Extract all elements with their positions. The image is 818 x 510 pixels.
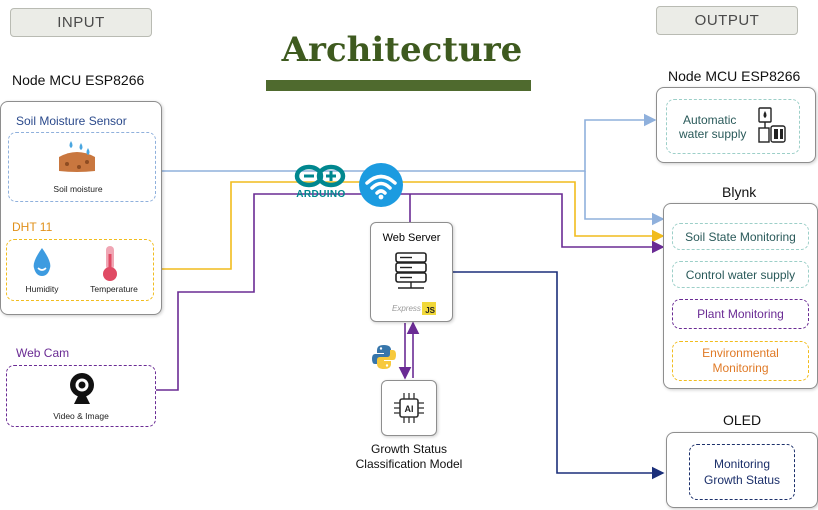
model-label-line2: Classification Model: [355, 457, 463, 471]
water-supply-icon: [755, 106, 789, 146]
oled-line2: Growth Status: [703, 473, 781, 487]
webcam-box: [6, 365, 156, 427]
output-node-title: Node MCU ESP8266: [668, 68, 801, 84]
blynk-title: Blynk: [722, 184, 757, 200]
webcam-icon: [68, 372, 96, 406]
ai-chip-icon: [391, 390, 427, 426]
arduino-logo: [292, 164, 348, 188]
dht-box: [6, 239, 154, 301]
model-label: Growth Status Classification Model: [330, 442, 488, 472]
server-to-oled-line: [453, 271, 665, 480]
webcam-caption: Video & Image: [53, 411, 109, 421]
title-underline: [266, 80, 531, 91]
webcam-data-line: [156, 193, 665, 391]
webcam-title: Web Cam: [16, 346, 70, 360]
humidity-caption: Humidity: [25, 284, 59, 294]
humidity-icon: [30, 246, 54, 278]
blynk-environmental: Environmental Monitoring: [672, 341, 809, 381]
water-supply-box: Automatic water supply: [666, 99, 800, 154]
blynk-control-water: Control water supply: [672, 261, 809, 288]
wifi-icon: [358, 162, 404, 208]
soil-sensor-title: Soil Moisture Sensor: [16, 114, 127, 128]
soil-caption: Soil moisture: [53, 184, 103, 194]
js-badge: JS: [422, 302, 436, 315]
dht-title: DHT 11: [12, 220, 53, 234]
soil-sensor-box: [8, 132, 156, 202]
thermometer-icon: [100, 244, 120, 282]
oled-monitoring-box: Monitoring Growth Status: [689, 444, 795, 500]
blynk-soil-state: Soil State Monitoring: [672, 223, 809, 250]
arduino-text: ARDUINO: [296, 189, 346, 200]
web-server-title: Web Server: [382, 232, 441, 244]
blynk-panel: [663, 203, 818, 389]
blynk-environmental-line2: Monitoring: [712, 361, 769, 375]
input-node-panel: [0, 101, 162, 315]
water-supply-line1: Automatic: [683, 112, 737, 127]
input-node-title: Node MCU ESP8266: [12, 72, 145, 88]
input-label: INPUT: [10, 8, 152, 37]
ai-model-box: [381, 380, 437, 436]
soil-to-blynk-line: [584, 171, 665, 226]
blynk-environmental-line1: Environmental: [702, 346, 779, 360]
express-text: Express: [392, 304, 421, 313]
page-title: Architecture: [281, 30, 523, 70]
dht-data-line: [156, 181, 665, 270]
server-icon: [390, 250, 432, 292]
model-label-line1: Growth Status: [370, 442, 448, 456]
blynk-plant-monitoring: Plant Monitoring: [672, 299, 809, 329]
soil-data-line: [156, 113, 657, 172]
python-icon: [371, 344, 397, 370]
oled-line1: Monitoring: [713, 457, 771, 471]
output-label: OUTPUT: [656, 6, 798, 35]
water-supply-line2: water supply: [679, 126, 747, 141]
ai-chip-label: AI: [404, 404, 414, 414]
oled-title: OLED: [723, 412, 762, 428]
soil-moisture-icon: [57, 139, 97, 173]
temperature-caption: Temperature: [90, 284, 138, 294]
